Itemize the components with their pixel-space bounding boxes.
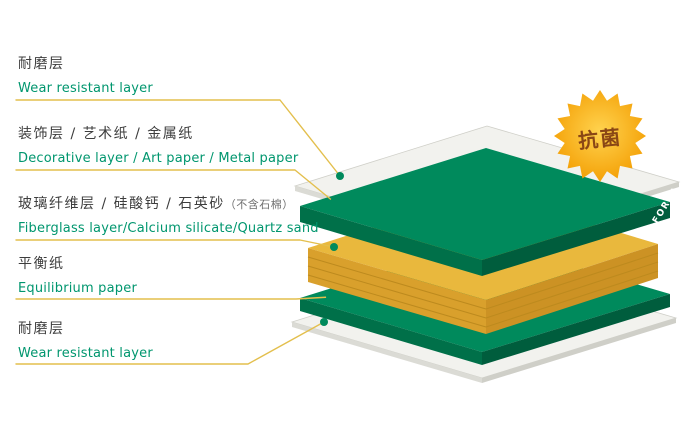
label-equilibrium-zh: 平衡纸 [18,254,137,275]
label-zh-note: （不含石棉） [224,198,294,211]
fiberglass-sheet-lines [307,252,659,328]
decorative-right-face [482,202,670,276]
label-equilibrium-en: Equilibrium paper [18,281,137,296]
decorative-top-face [300,148,670,260]
dot-wear-top [336,172,344,180]
leader-decorative [15,169,335,203]
dot-equilibrium [326,293,334,301]
label-zh-text: 玻璃纤维层 / 硅酸钙 / 石英砂 [18,196,225,212]
label-zh-text: 耐磨层 [18,321,65,337]
leader-lines [15,99,341,365]
dot-fiberglass [330,243,338,251]
label-decorative: 装饰层 / 艺术纸 / 金属纸 Decorative layer / Art p… [18,124,298,168]
label-wear-top-en: Wear resistant layer [18,81,153,96]
dot-wear-bottom [320,318,328,326]
label-wear-top-zh: 耐磨层 [18,54,153,75]
antibacterial-badge-label: 抗菌 [577,125,623,153]
label-wear-bottom: 耐磨层 Wear resistant layer [18,319,153,363]
wear-bottom-right-face [482,318,676,383]
label-wear-bottom-en: Wear resistant layer [18,346,153,361]
wear-bottom-left-face [292,322,482,383]
leader-equilibrium [15,296,331,300]
decorative-left-face [300,206,482,276]
dot-decorative [330,198,338,206]
label-wear-bottom-zh: 耐磨层 [18,319,153,340]
equilibrium-right-face [482,294,670,365]
leader-wear-bottom [15,321,325,365]
starburst-icon [554,90,646,182]
label-zh-text: 耐磨层 [18,56,65,72]
leader-fiberglass [15,239,335,248]
leader-wear-top [15,99,341,177]
label-zh-text: 装饰层 / 艺术纸 / 金属纸 [18,126,194,142]
leader-dots [320,172,344,326]
layer-graphic-decorative: FORCA [300,148,682,276]
label-wear-top: 耐磨层 Wear resistant layer [18,54,153,98]
equilibrium-left-face [300,298,482,365]
label-decorative-en: Decorative layer / Art paper / Metal pap… [18,151,299,166]
antibacterial-badge: 抗菌 [554,90,646,182]
label-fiberglass: 玻璃纤维层 / 硅酸钙 / 石英砂（不含石棉） Fiberglass layer… [18,194,319,238]
label-equilibrium: 平衡纸 Equilibrium paper [18,254,137,298]
label-fiberglass-zh: 玻璃纤维层 / 硅酸钙 / 石英砂（不含石棉） [18,194,319,215]
label-fiberglass-en: Fiberglass layer/Calcium silicate/Quartz… [18,221,319,236]
label-decorative-zh: 装饰层 / 艺术纸 / 金属纸 [18,124,298,145]
label-zh-text: 平衡纸 [18,256,65,272]
